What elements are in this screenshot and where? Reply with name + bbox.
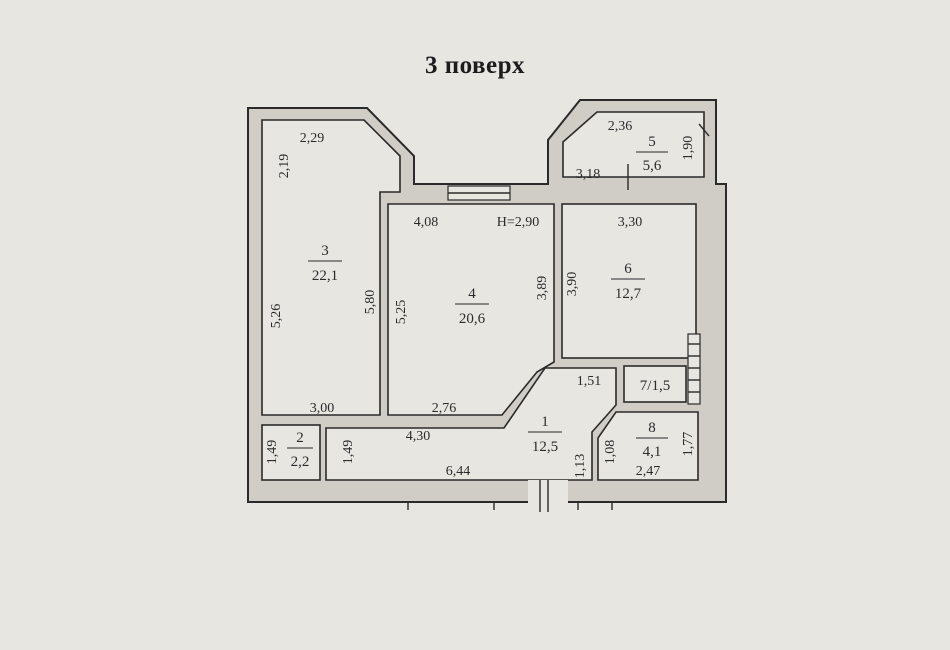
dim-5-80: 5,80 [363,290,378,315]
dim-3-30: 3,30 [618,215,643,230]
dim-2-36: 2,36 [608,119,633,134]
room-3-number: 3 [321,243,329,259]
dim-h-2-90: Н=2,90 [497,215,540,230]
room-5-number: 5 [648,134,656,150]
dim-5-26: 5,26 [269,304,284,329]
room-2-number: 2 [296,430,304,446]
dim-3-18: 3,18 [576,167,601,182]
room-8-number: 8 [648,420,656,436]
dim-2-29: 2,29 [300,131,325,146]
room-1-area: 12,5 [532,439,558,455]
room-1-number: 1 [541,414,549,430]
dim-1-90: 1,90 [681,136,696,161]
room-2 [261,424,321,481]
room-1 [325,367,617,481]
vent-shaft [687,333,701,405]
room-6-number: 6 [624,261,632,277]
room-3 [261,119,401,416]
dim-1-49-b: 1,49 [341,440,356,465]
dim-3-89: 3,89 [535,276,550,301]
dim-4-08: 4,08 [414,215,439,230]
room-2-area: 2,2 [291,454,310,470]
dim-1-08: 1,08 [603,440,618,465]
dim-1-49-a: 1,49 [265,440,280,465]
dim-5-25: 5,25 [394,300,409,325]
floor-title: 3 поверх [424,52,526,79]
dim-2-19: 2,19 [277,154,292,179]
dim-6-44: 6,44 [446,464,471,479]
room-5-area: 5,6 [643,158,662,174]
dim-2-76: 2,76 [432,401,457,416]
room-3-area: 22,1 [312,268,338,284]
room-6-area: 12,7 [615,286,642,302]
room-5 [562,111,705,178]
dim-1-51: 1,51 [577,374,602,389]
room-6 [561,203,697,359]
room-4-area: 20,6 [459,311,486,327]
room-4-number: 4 [468,286,476,302]
dim-3-00: 3,00 [310,401,335,416]
room-7 [623,365,687,403]
room-7-label: 7/1,5 [640,378,670,394]
dim-1-13: 1,13 [573,454,588,479]
dim-4-30: 4,30 [406,429,431,444]
dim-2-47: 2,47 [636,464,661,479]
room-4 [387,203,555,416]
room-8-area: 4,1 [643,444,662,460]
dim-3-90: 3,90 [565,272,580,297]
dim-1-77: 1,77 [681,432,696,457]
room-8 [597,411,699,481]
